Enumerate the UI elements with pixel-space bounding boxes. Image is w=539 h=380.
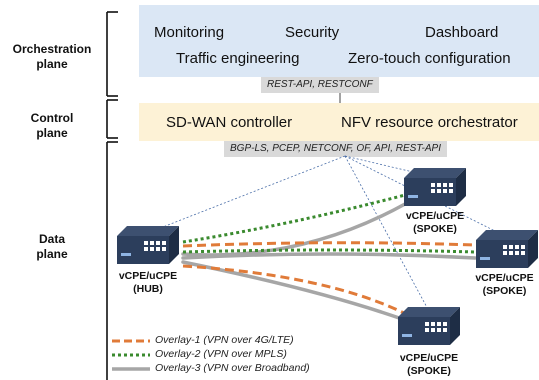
spoke-1-device-name: vCPE/uCPE: [405, 210, 465, 222]
orchestration-item-traffic-engineering: Traffic engineering: [176, 50, 300, 67]
overlay-2-links: [182, 193, 476, 254]
hub-switch-icon: [117, 226, 179, 264]
spoke-1-device-label: vCPE/uCPE (SPOKE): [395, 210, 475, 236]
control-item-sdwan-controller: SD-WAN controller: [166, 114, 293, 131]
hub-device-role: (HUB): [133, 283, 163, 295]
legend-overlay-3-label: Overlay-3 (VPN over Broadband): [155, 362, 310, 374]
data-plane-label: Data plane: [2, 232, 102, 262]
data-plane-text: Data plane: [36, 232, 68, 261]
spoke-3-switch-icon: [398, 307, 460, 345]
control-plane-text: Control plane: [30, 111, 74, 140]
spoke-2-switch-icon: [476, 230, 538, 268]
overlay-1-links: [182, 241, 476, 318]
control-api-tag: BGP-LS, PCEP, NETCONF, OF, API, REST-API: [224, 141, 447, 157]
orchestration-item-monitoring: Monitoring: [154, 24, 225, 41]
control-plane-label: Control plane: [2, 111, 102, 141]
spoke-2-device-role: (SPOKE): [482, 285, 527, 297]
legend-overlay-2-label: Overlay-2 (VPN over MPLS): [155, 348, 287, 360]
hub-device-label: vCPE/uCPE (HUB): [108, 270, 188, 296]
spoke-1-device-role: (SPOKE): [413, 223, 457, 235]
hub-device-name: vCPE/uCPE: [118, 270, 178, 282]
orchestration-api-tag: REST-API, RESTCONF: [261, 77, 379, 93]
spoke-2-device-name: vCPE/uCPE: [475, 272, 534, 284]
spoke-3-device-name: vCPE/uCPE: [399, 352, 459, 364]
legend-overlay-1-label: Overlay-1 (VPN over 4G/LTE): [155, 334, 294, 346]
spoke-2-device-label: vCPE/uCPE (SPOKE): [470, 272, 539, 298]
plane-brackets: [106, 11, 118, 380]
orchestration-plane-text: Orchestration plane: [12, 42, 92, 71]
control-item-nfv-orchestrator: NFV resource orchestrator: [341, 114, 518, 131]
orchestration-item-zero-touch: Zero-touch configuration: [348, 50, 511, 67]
orchestration-item-security: Security: [285, 24, 340, 41]
spoke-1-switch-icon: [404, 168, 466, 206]
orchestration-item-dashboard: Dashboard: [425, 24, 499, 41]
spoke-3-device-role: (SPOKE): [407, 365, 451, 377]
control-box: [139, 103, 539, 141]
orchestration-plane-label: Orchestration plane: [2, 42, 102, 72]
spoke-3-device-label: vCPE/uCPE (SPOKE): [389, 352, 469, 378]
orchestration-box: [139, 5, 539, 77]
